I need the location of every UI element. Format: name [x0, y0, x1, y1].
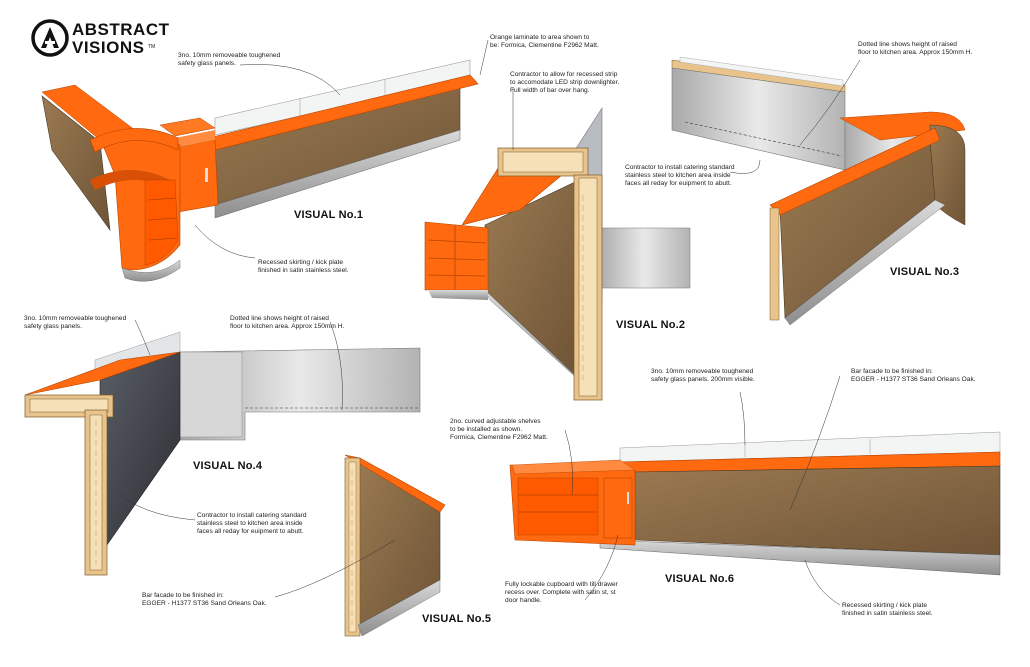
- visual-6-title: VISUAL No.6: [665, 573, 735, 585]
- visual-1-drawing: [41, 59, 479, 282]
- note-v6-shelves: 2no. curved adjustable shelves to be ins…: [450, 418, 548, 441]
- note-v6-cupboard: Fully lockable cupboard with till drawer…: [505, 581, 618, 604]
- visual-3-drawing: [671, 56, 966, 326]
- visual-4-drawing: [24, 331, 421, 576]
- note-v4-steel: Contractor to install catering standard …: [197, 512, 307, 535]
- brand-tm: TM: [148, 44, 156, 50]
- visual-5-drawing: [344, 454, 446, 637]
- brand-line1: ABSTRACT: [72, 20, 170, 39]
- note-v1-skirting: Recessed skirting / kick plate finished …: [258, 259, 349, 274]
- visual-6-drawing: [509, 431, 1001, 576]
- note-v3-floor: Dotted line shows height of raised floor…: [858, 41, 973, 56]
- visual-2-title: VISUAL No.2: [616, 319, 686, 331]
- visual-2-drawing: [424, 106, 691, 401]
- visual-3-title: VISUAL No.3: [890, 266, 960, 278]
- visual-1-title: VISUAL No.1: [294, 209, 364, 221]
- brand-logo: ABSTRACT VISIONS TM: [30, 18, 180, 60]
- brand-line2: VISIONS: [72, 38, 145, 57]
- leader-lines: [114, 39, 861, 606]
- note-v6-facade: Bar facade to be finished in: EGGER - H1…: [851, 368, 976, 383]
- visual-4-title: VISUAL No.4: [193, 460, 263, 472]
- note-v2-led: Contractor to allow for recessed strip t…: [510, 71, 620, 94]
- note-v5-facade: Bar facade to be finished in: EGGER - H1…: [142, 592, 267, 607]
- note-v3-steel: Contractor to install catering standard …: [625, 164, 735, 187]
- note-v1-orange: Orange laminate to area shown to be: For…: [490, 34, 599, 49]
- note-v4-glass: 3no. 10mm removeable toughened safety gl…: [24, 315, 127, 330]
- a-in-circle-icon: [31, 19, 69, 57]
- note-v1-glass: 3no. 10mm removeable toughened safety gl…: [178, 52, 281, 67]
- note-v6-glass: 3no. 10mm removeable toughened safety gl…: [651, 368, 755, 383]
- note-v4-floor: Dotted line shows height of raised floor…: [230, 315, 345, 330]
- note-v6-skirting: Recessed skirting / kick plate finished …: [842, 602, 933, 617]
- visual-5-title: VISUAL No.5: [422, 613, 492, 625]
